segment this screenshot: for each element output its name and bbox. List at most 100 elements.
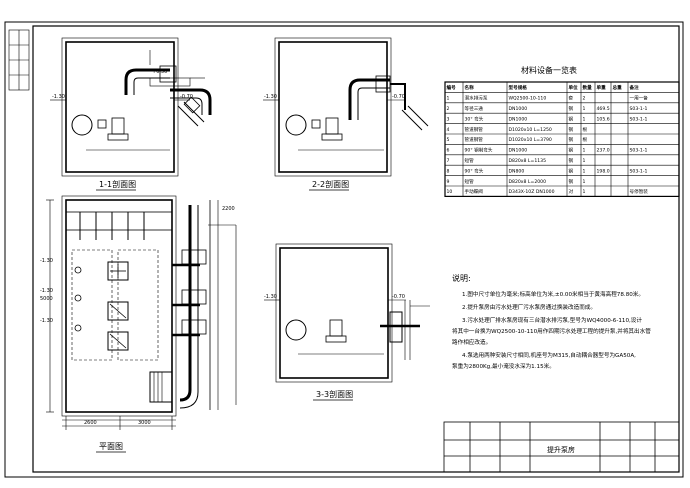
- table-cell: DN1000: [509, 116, 528, 122]
- table-cell: 5: [447, 137, 450, 143]
- plan-title: 平面图: [99, 442, 123, 451]
- table-cell: 1: [583, 179, 586, 185]
- table-cell: D820x8 L=1135: [509, 158, 547, 164]
- table-cell: 潜水排污泵: [465, 95, 488, 102]
- level-label: -1.30: [40, 318, 53, 324]
- plan-view: [46, 195, 237, 430]
- note-line: 1.图中尺寸单位为毫米;标高单位为米,±0.00米相当于黄海高程78.80米。: [462, 290, 644, 298]
- materials-table-title: 材料设备一览表: [521, 65, 577, 75]
- section-1-1-title: 1-1剖面图: [99, 179, 136, 189]
- table-cell: WQ2500-10-110: [509, 96, 547, 102]
- level-label: -0.70: [392, 294, 405, 300]
- table-cell: 1: [583, 106, 586, 112]
- table-cell: 钢: [569, 115, 574, 122]
- table-cell: 10: [447, 189, 453, 195]
- level-label: -0.70: [392, 94, 405, 100]
- section-1-1: [50, 37, 212, 177]
- table-cell: 钢: [569, 167, 574, 174]
- level-label: -1.30: [40, 258, 53, 264]
- notes-heading: 说明:: [452, 273, 471, 283]
- table-cell: 一用一备: [630, 95, 649, 102]
- note-line: 泵重为2800Kg,最小淹没水深为1.15米。: [452, 362, 555, 370]
- table-cell: S03-1-1: [630, 168, 648, 174]
- table-cell: 短管: [465, 178, 475, 185]
- dimension-label: 3000: [138, 420, 151, 426]
- table-header-cell: 备注: [629, 84, 640, 91]
- title-block: [443, 421, 680, 473]
- table-header-cell: 名称: [465, 84, 475, 91]
- section-3-3-title: 3-3剖面图: [316, 389, 353, 399]
- notes-block: 1.图中尺寸单位为毫米;标高单位为米,±0.00米相当于黄海高程78.80米。 …: [452, 290, 651, 370]
- level-label: -1.30: [40, 288, 53, 294]
- table-cell: 套: [569, 95, 574, 102]
- table-cell: 9: [447, 179, 450, 185]
- table-cell: 1: [583, 158, 586, 164]
- dimension-label: 2600: [84, 420, 97, 426]
- table-cell: 30° 弯头: [465, 115, 484, 122]
- table-header-cell: 数量: [583, 84, 593, 91]
- inner-border: [32, 25, 680, 473]
- dimension-label: 5000: [40, 296, 53, 302]
- outer-border: [4, 21, 684, 478]
- table-cell: 2: [583, 96, 586, 102]
- table-cell: 钢: [569, 178, 574, 185]
- table-cell: 4: [447, 127, 450, 133]
- note-line: 将其中一台换为WQ2500-10-110用作四期污水处理工程的提升泵,并将其出水…: [452, 327, 651, 335]
- table-cell: D343X-10Z DN1000: [509, 189, 555, 195]
- table-cell: D1020x10 L=1250: [509, 127, 552, 133]
- table-cell: 1: [583, 189, 586, 195]
- table-cell: 198.0: [597, 168, 610, 174]
- level-label: -1.30: [264, 94, 277, 100]
- table-header-cell: 编号: [447, 84, 457, 91]
- table-cell: 90° 弯头: [465, 167, 484, 174]
- table-cell: 根: [583, 126, 588, 133]
- section-2-2-title: 2-2剖面图: [312, 179, 349, 189]
- table-cell: 号停暂装: [630, 188, 649, 195]
- table-cell: S03-1-1: [630, 106, 648, 112]
- table-cell: 管道钢管: [465, 126, 484, 133]
- table-cell: 90° 钢制弯头: [465, 147, 493, 154]
- table-cell: 管道钢管: [465, 136, 484, 143]
- table-cell: 钢: [569, 126, 574, 133]
- table-header-cell: 单重: [597, 84, 607, 91]
- table-cell: S03-1-1: [630, 148, 648, 154]
- table-cell: 手动蝶阀: [465, 188, 484, 195]
- title-block-name: 提升泵房: [547, 445, 575, 454]
- table-cell: 8: [447, 168, 450, 174]
- table-cell: 对: [569, 188, 574, 195]
- table-cell: 1: [447, 96, 450, 102]
- table-cell: 1: [583, 168, 586, 174]
- table-cell: 1: [583, 116, 586, 122]
- table-cell: 1: [583, 148, 586, 154]
- binding-strip: [8, 29, 30, 91]
- level-label: +0.50: [152, 69, 167, 75]
- table-cell: DN800: [509, 168, 525, 174]
- table-cell: 6: [447, 148, 450, 154]
- table-border: [444, 81, 680, 198]
- note-line: 2.提升泵房由污水处理厂污水泵房通过换装改造而成。: [462, 303, 596, 311]
- table-header-cell: 总重: [613, 84, 623, 91]
- table-cell: S03-1-1: [630, 116, 648, 122]
- section-3-3-annotations: -1.30 -0.70: [264, 294, 405, 300]
- section-2-2-annotations: -1.30 -0.70: [264, 94, 405, 100]
- dimension-label: 2200: [222, 206, 235, 212]
- table-cell: 469.5: [597, 106, 610, 112]
- table-cell: 钢: [569, 136, 574, 143]
- table-cell: 短管: [465, 157, 475, 164]
- table-cell: 2: [447, 106, 450, 112]
- level-label: -1.30: [264, 294, 277, 300]
- table-cell: 钢: [569, 147, 574, 154]
- level-label: -1.30: [52, 94, 65, 100]
- table-cell: DN1000: [509, 106, 528, 112]
- section-3-3: [264, 243, 430, 383]
- note-line: 路作相应改造。: [452, 338, 491, 346]
- table-cell: D820x8 L=2000: [509, 179, 547, 185]
- table-cell: 237.0: [597, 148, 610, 154]
- note-line: 4.泵选用两种安装尺寸相同,机座号为M315,自动耦合器型号为GA50A,: [462, 351, 636, 359]
- table-header-cell: 单位: [569, 84, 579, 91]
- table-cell: 7: [447, 158, 450, 164]
- table-cell: 钢: [569, 157, 574, 164]
- table-cell: 105.6: [597, 116, 610, 122]
- table-cell: 根: [583, 136, 588, 143]
